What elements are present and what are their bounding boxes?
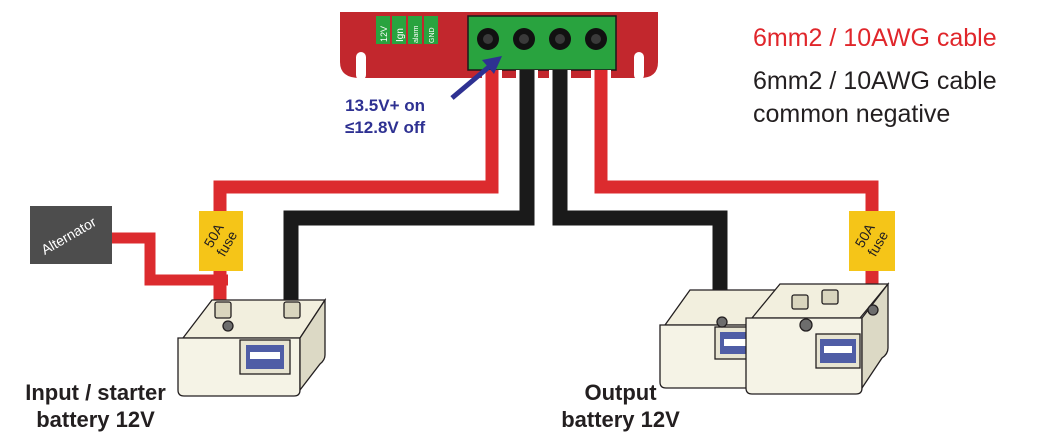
output-battery-2 [745,282,890,395]
ign-voltage-note: 13.5V+ on ≤12.8V off [345,95,425,139]
alternator: Alternator [30,206,112,264]
terminal-screws [477,28,607,50]
terminal-label-ign-bg [392,16,406,44]
legend-red-cable: 6mm2 / 10AWG cable [753,24,997,52]
terminal-label-12v-bg [376,16,390,44]
output-battery-caption-line1: Output [584,380,657,405]
fuse-output: 50A fuse [849,211,895,271]
ign-note-line1: 13.5V+ on [345,96,426,115]
terminal-label-alarm: alarm [413,25,420,43]
charger-unit: 12V Ign alarm GND [340,12,658,80]
legend-black-cable: 6mm2 / 10AWG cable common negative [753,65,997,131]
output-battery-caption-line2: battery 12V [561,407,680,432]
output-negative-cable [549,70,731,325]
fuse-input: 50A fuse [199,211,243,271]
output-battery-caption: Output battery 12V [548,379,693,433]
input-battery-caption: Input / starter battery 12V [8,379,183,433]
terminal-label-12v: 12V [379,26,389,42]
terminal-label-gnd: GND [429,27,436,43]
legend-black-cable-line1: 6mm2 / 10AWG cable [753,67,997,95]
ign-note-line2: ≤12.8V off [345,118,426,137]
alternator-cable [110,232,228,286]
terminal-label-alarm-bg [408,16,422,44]
terminal-label-ign: Ign [395,28,406,42]
input-battery-caption-line2: battery 12V [36,407,155,432]
terminal-label-gnd-bg [424,16,438,44]
ign-pointer-arrow [450,56,502,100]
legend-black-cable-line2: common negative [753,100,951,128]
input-battery [177,297,327,397]
input-battery-caption-line1: Input / starter [25,380,166,405]
